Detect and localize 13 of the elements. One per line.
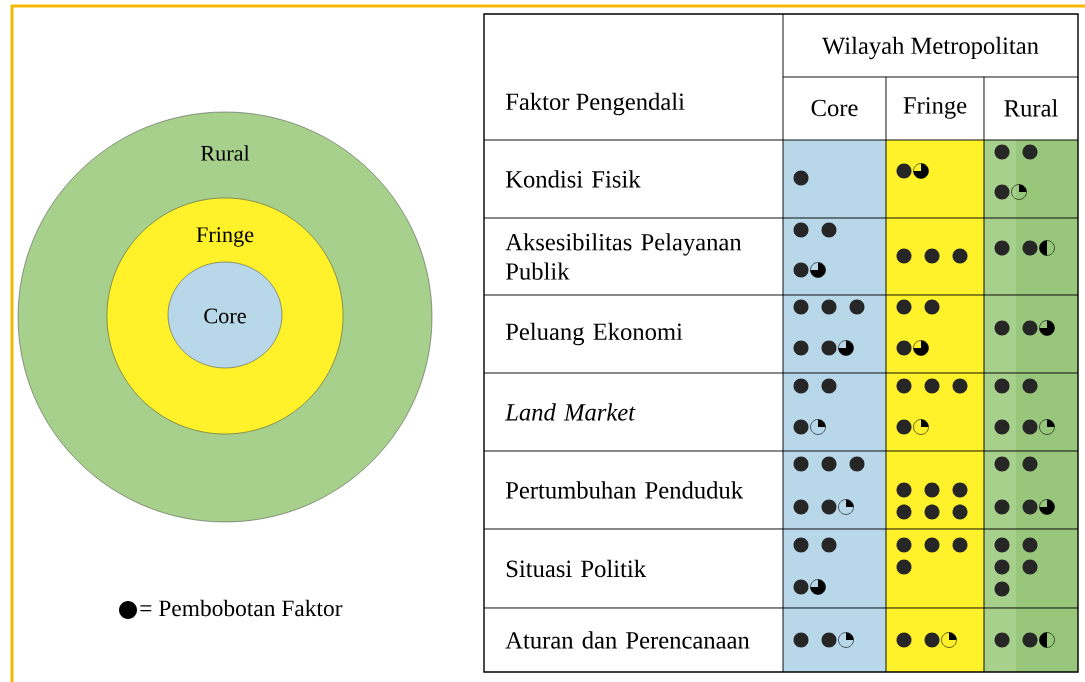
row-label: Aturan dan Perencanaan bbox=[505, 631, 750, 649]
legend-text: = Pembobotan Faktor bbox=[140, 599, 343, 617]
table-header: Rural bbox=[1004, 99, 1058, 117]
table-header: Core bbox=[811, 99, 858, 117]
table-header: Fringe bbox=[903, 97, 967, 119]
row-label: Pertumbuhan Penduduk bbox=[505, 481, 744, 499]
table-header: Faktor Pengendali bbox=[505, 92, 685, 116]
row-label: Aksesibilitas Pelayanan Publik bbox=[505, 233, 742, 280]
row-label: Kondisi Fisik bbox=[505, 170, 641, 188]
row-label: Situasi Politik bbox=[506, 559, 647, 578]
table-header: Wilayah Metropolitan bbox=[822, 36, 1039, 60]
row-label: Peluang Ekonomi bbox=[505, 322, 683, 346]
row-label: Land Market bbox=[504, 403, 636, 421]
